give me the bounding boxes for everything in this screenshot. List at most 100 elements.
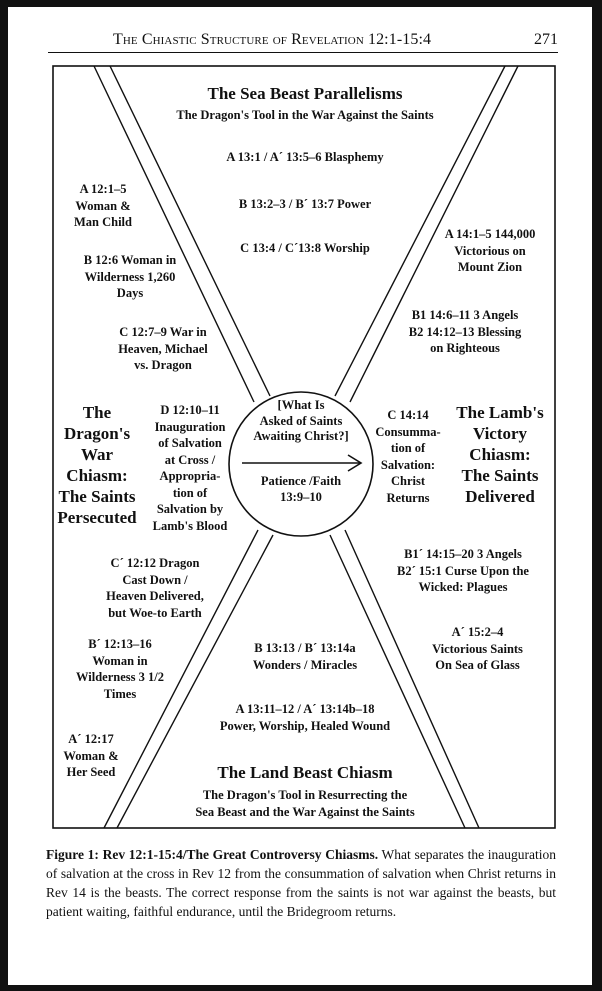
right-item-b-prime-line: B2´ 15:1 Curse Upon the — [397, 563, 529, 578]
land-beast-item-b-line: Wonders / Miracles — [252, 657, 358, 672]
x-line-upper-left-outer — [93, 65, 255, 403]
left-item-a-line: Woman & — [75, 198, 131, 213]
right-item-c-line: Salvation: — [380, 457, 436, 472]
question-line: Awaiting Christ?] — [253, 429, 349, 443]
center-question: [What Is Asked of Saints Awaiting Christ… — [241, 398, 361, 445]
left-item-c: C 12:7–9 War in Heaven, Michael vs. Drag… — [108, 324, 218, 374]
left-item-d-line: of Salvation — [158, 436, 222, 450]
left-item-c-prime-line: Cast Down / — [122, 572, 188, 587]
question-line: [What Is — [277, 398, 325, 412]
figure-caption-label: Figure 1: Rev 12:1-15:4/The Great Contro… — [46, 847, 379, 862]
answer-line: 13:9–10 — [280, 490, 322, 504]
left-item-d-line: tion of — [172, 485, 208, 500]
dragon-war-chiasm-heading: The Dragon's War Chiasm: The Saints Pers… — [52, 402, 142, 528]
right-item-b-line: B1 14:6–11 3 Angels — [411, 308, 519, 322]
sea-beast-item-a: A 13:1 / A´ 13:5–6 Blasphemy — [226, 150, 384, 164]
land-beast-item-a-line: Power, Worship, Healed Wound — [219, 718, 391, 733]
right-item-b-prime-line: Wicked: Plagues — [418, 580, 508, 594]
left-item-b-prime-line: Wilderness 3 1/2 — [76, 670, 164, 684]
sea-beast-subtitle: The Dragon's Tool in the War Against the… — [176, 108, 434, 122]
center-circle — [228, 391, 374, 537]
right-item-a-prime-line: On Sea of Glass — [435, 658, 520, 672]
heading-line: The — [82, 403, 112, 422]
x-line-lower-left-inner — [116, 534, 274, 829]
right-item-b-prime: B1´ 14:15–20 3 Angels B2´ 15:1 Curse Upo… — [378, 546, 548, 596]
left-item-d-line: Inauguration — [154, 419, 226, 434]
running-head: The Chiastic Structure of Revelation 12:… — [48, 30, 558, 53]
right-item-c-line: tion of — [390, 441, 426, 455]
figure-caption-text: What separates the inauguration of salva… — [46, 847, 556, 919]
heading-line: Chiasm: — [469, 445, 531, 464]
left-item-a-prime-line: A´ 12:17 — [68, 732, 114, 746]
land-beast-item-b: B 13:13 / B´ 13:14a Wonders / Miracles — [230, 640, 380, 673]
right-item-a-line: Mount Zion — [457, 260, 523, 274]
heading-line: War — [80, 445, 114, 464]
heading-line: Chiasm: — [66, 466, 128, 485]
right-item-b-line: on Righteous — [430, 341, 500, 355]
left-item-b-prime-line: Times — [103, 686, 137, 701]
right-item-a-line: Victorious on — [454, 243, 526, 258]
right-item-c: C 14:14 Consumma- tion of Salvation: Chr… — [372, 407, 444, 506]
left-item-c-line: Heaven, Michael — [118, 341, 208, 356]
left-item-c-prime-line: but Woe-to Earth — [108, 605, 202, 620]
x-line-lower-left-outer — [103, 529, 259, 829]
left-item-d-line: D 12:10–11 — [160, 403, 220, 417]
heading-line: Victory — [472, 424, 528, 443]
land-beast-subtitle-line: The Dragon's Tool in Resurrecting the — [202, 788, 408, 802]
left-item-b-line: Wilderness 1,260 — [84, 269, 176, 284]
land-beast-item-a-line: A 13:11–12 / A´ 13:14b–18 — [235, 702, 375, 716]
answer-line: Patience /Faith — [260, 474, 342, 488]
heading-line: The Saints — [461, 466, 539, 485]
heading-line: The Lamb's — [456, 403, 544, 422]
left-item-a-line: Man Child — [73, 215, 132, 229]
scan-border-bottom — [0, 985, 602, 991]
right-item-b-line: B2 14:12–13 Blessing — [408, 324, 522, 339]
right-item-a-prime-line: A´ 15:2–4 — [451, 625, 504, 639]
left-item-a-prime-line: Woman & — [63, 748, 119, 763]
scan-border-left — [0, 0, 8, 991]
question-line: Asked of Saints — [259, 413, 343, 428]
left-item-a-line: A 12:1–5 — [79, 182, 127, 196]
right-item-a-line: A 14:1–5 144,000 — [444, 227, 536, 241]
left-item-d-line: Appropria- — [159, 469, 221, 483]
right-item-b: B1 14:6–11 3 Angels B2 14:12–13 Blessing… — [390, 307, 540, 357]
scan-border-top — [0, 0, 602, 7]
right-item-a: A 14:1–5 144,000 Victorious on Mount Zio… — [430, 226, 550, 276]
left-item-d: D 12:10–11 Inauguration of Salvation at … — [145, 402, 235, 534]
left-item-a-prime: A´ 12:17 Woman & Her Seed — [56, 731, 126, 781]
heading-line: Persecuted — [57, 508, 137, 527]
page-number: 271 — [534, 31, 558, 48]
heading-line: The Saints — [58, 487, 136, 506]
left-item-c-line: C 12:7–9 War in — [119, 325, 207, 339]
x-line-lower-right-inner — [329, 534, 466, 829]
heading-line: Delivered — [465, 487, 535, 506]
lamb-victory-chiasm-heading: The Lamb's Victory Chiasm: The Saints De… — [450, 402, 550, 507]
left-item-b-line: B 12:6 Woman in — [83, 253, 177, 267]
land-beast-subtitle: The Dragon's Tool in Resurrecting the Se… — [160, 787, 450, 820]
sea-beast-item-b: B 13:2–3 / B´ 13:7 Power — [238, 197, 372, 211]
right-item-a-prime-line: Victorious Saints — [432, 641, 523, 656]
left-item-b-line: Days — [116, 286, 144, 300]
land-beast-item-a: A 13:11–12 / A´ 13:14b–18 Power, Worship… — [190, 701, 420, 734]
x-line-upper-left-inner — [109, 65, 271, 397]
left-item-b-prime-line: Woman in — [92, 653, 148, 668]
left-item-d-line: Lamb's Blood — [152, 518, 228, 533]
left-item-d-line: Salvation by — [156, 502, 224, 516]
sea-beast-title: The Sea Beast Parallelisms — [207, 84, 403, 103]
left-item-b-prime-line: B´ 12:13–16 — [88, 637, 152, 651]
x-line-lower-right-outer — [344, 529, 480, 829]
right-item-c-line: Christ — [390, 474, 426, 488]
arrow-right-icon — [347, 454, 363, 472]
center-answer: Patience /Faith 13:9–10 — [241, 473, 361, 505]
x-line-upper-right-outer — [349, 65, 519, 403]
right-item-c-line: Returns — [386, 490, 430, 505]
left-item-c-prime-line: C´ 12:12 Dragon — [110, 556, 200, 570]
sea-beast-item-c: C 13:4 / C´13:8 Worship — [240, 241, 370, 255]
left-item-a-prime-line: Her Seed — [66, 765, 116, 779]
figure-frame — [52, 65, 556, 829]
left-item-b-prime: B´ 12:13–16 Woman in Wilderness 3 1/2 Ti… — [60, 636, 180, 702]
heading-line: Dragon's — [63, 424, 131, 443]
land-beast-subtitle-line: Sea Beast and the War Against the Saints — [195, 804, 415, 819]
x-line-upper-right-inner — [334, 65, 506, 397]
